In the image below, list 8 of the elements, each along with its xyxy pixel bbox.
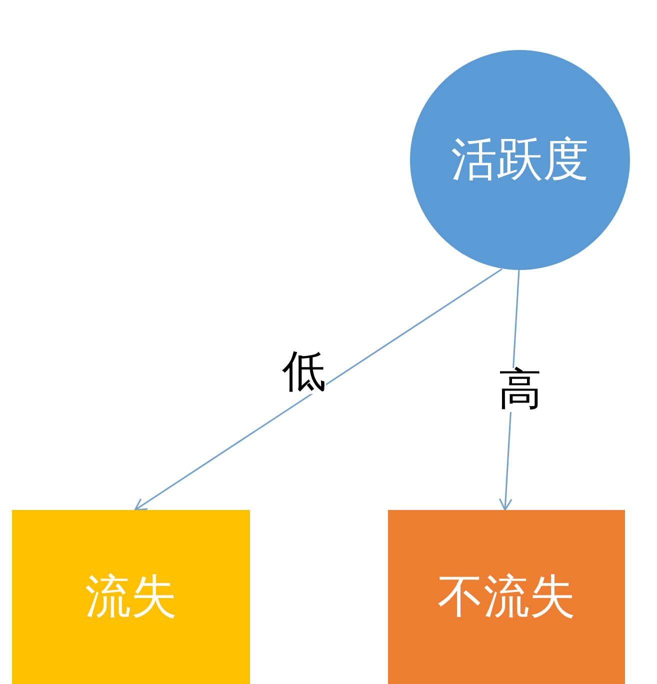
- node-label: 活跃度: [451, 131, 589, 188]
- process-box: [388, 510, 625, 684]
- node-label: 流失: [85, 568, 177, 625]
- node-label: 不流失: [438, 568, 576, 625]
- process-box: [12, 510, 250, 684]
- edge-label: 高: [498, 368, 542, 412]
- edge-label: 低: [282, 350, 326, 394]
- arrow: [134, 268, 502, 511]
